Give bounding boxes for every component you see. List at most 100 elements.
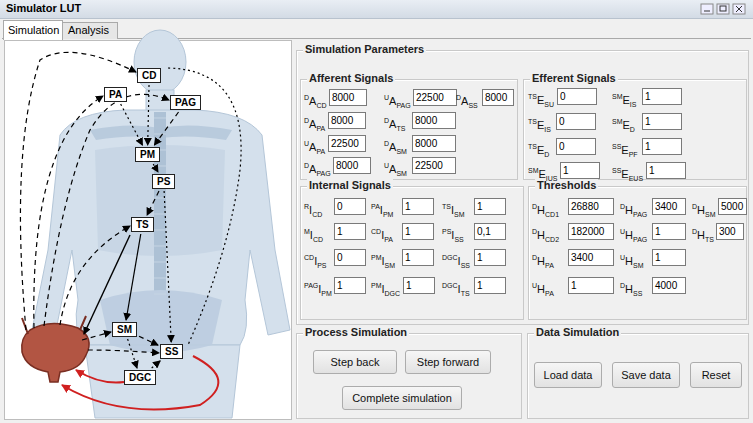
parameter-name: TSISM: [442, 198, 465, 223]
superscript: PM: [371, 282, 382, 289]
symbol: A: [389, 95, 396, 107]
subscript: CD2: [545, 236, 559, 243]
input-field: 8000: [333, 157, 371, 174]
input-value: 0: [337, 252, 343, 263]
title-bar: [0, 0, 753, 19]
superscript: U: [384, 94, 389, 101]
input-field: 0: [556, 138, 596, 155]
parameter-name: PMISM: [371, 249, 395, 274]
button-label: Reset: [702, 369, 731, 381]
parameter-name: DHPA: [532, 249, 554, 274]
input-value: 1: [406, 280, 412, 291]
process-box: PAG: [170, 95, 201, 110]
input-field: 8000: [328, 112, 366, 129]
symbol: H: [697, 204, 705, 216]
input-field: 5000: [718, 198, 747, 215]
parameter-name: PAIPM: [371, 198, 393, 223]
input-value: 1: [405, 252, 411, 263]
parameter-name: CDIPA: [371, 223, 393, 248]
symbol: I: [309, 204, 312, 216]
connector: [153, 164, 158, 172]
subscript: PM: [321, 290, 332, 297]
superscript: U: [304, 140, 309, 147]
subscript: PA: [545, 262, 554, 269]
superscript: D: [304, 162, 309, 169]
input-value: 22500: [415, 160, 443, 171]
subscript: DGC: [385, 290, 401, 297]
input-field: 4000: [652, 277, 686, 294]
spine: [154, 112, 166, 312]
input-value: 8000: [331, 115, 353, 126]
subscript: PAG: [633, 211, 647, 218]
input-field: 8000: [412, 112, 456, 129]
superscript: D: [532, 203, 537, 210]
input-field: 1: [642, 113, 682, 130]
parameter-name: SMEIS: [612, 88, 636, 113]
superscript: D: [384, 140, 389, 147]
parameter-name: TSEIS: [528, 113, 551, 138]
node-label: PAG: [175, 97, 196, 108]
input-field: 1: [402, 223, 434, 240]
input-field: 1: [474, 249, 506, 266]
parameter-name: DACD: [304, 89, 327, 114]
superscript: D: [620, 282, 625, 289]
superscript: PAG: [304, 282, 318, 289]
symbol: I: [382, 255, 385, 267]
process-box: SS: [160, 344, 183, 359]
symbol: I: [310, 229, 313, 241]
parameter-name: DHTS: [692, 223, 714, 248]
input-field: 22500: [413, 89, 457, 106]
efferent-red-line: [62, 356, 218, 410]
input-value: 22500: [331, 138, 359, 149]
superscript: D: [532, 254, 537, 261]
node-label: PA: [109, 89, 122, 100]
subscript: D: [544, 151, 549, 158]
vertebra-line: [154, 246, 166, 247]
superscript: R: [304, 203, 309, 210]
input-value: 1: [405, 226, 411, 237]
symbol: H: [625, 204, 633, 216]
input-value: 26880: [571, 201, 599, 212]
parameter-name: PMIDGC: [371, 277, 400, 302]
input-field: 8000: [329, 89, 367, 106]
input-value: 8000: [415, 138, 437, 149]
input-value: 5000: [721, 201, 743, 212]
group-caption: Internal Signals: [307, 179, 393, 191]
superscript: D: [384, 117, 389, 124]
input-value: 300: [719, 226, 736, 237]
subscript: SM: [385, 262, 396, 269]
node-label: CD: [142, 70, 156, 81]
afferent-line: [20, 52, 136, 330]
subscript: PA: [316, 148, 325, 155]
process-box: SM: [112, 322, 137, 337]
symbol: A: [389, 163, 396, 175]
symbol: E: [539, 168, 546, 180]
parameter-name: DHCD1: [532, 198, 559, 223]
parameter-name: TSED: [528, 138, 549, 163]
superscript: DGC: [442, 254, 458, 261]
input-value: 8000: [415, 115, 437, 126]
maximize-glyph: [720, 6, 726, 11]
input-field: 1: [403, 277, 435, 294]
parameter-name: DHPAG: [620, 198, 647, 223]
input-field: 3400: [652, 198, 686, 215]
superscript: SM: [612, 93, 623, 100]
superscript: TS: [528, 143, 537, 150]
vertebra-line: [154, 278, 166, 279]
symbol: I: [382, 283, 385, 295]
input-field: 22500: [328, 135, 366, 152]
group-caption: Thresholds: [535, 179, 598, 191]
subscript: SM: [705, 211, 716, 218]
group-caption: Efferent Signals: [530, 72, 618, 84]
process-box: PA: [104, 87, 127, 102]
push-button: Save data: [612, 362, 680, 388]
input-field: 0: [334, 198, 366, 215]
group-box: Thresholds: [528, 186, 747, 320]
input-value: 1: [563, 165, 569, 176]
subscript: SM: [633, 262, 644, 269]
parameter-name: UAPA: [304, 135, 325, 160]
symbol: A: [389, 141, 396, 153]
parameter-name: DAPAG: [304, 157, 331, 182]
subscript: SS: [633, 290, 642, 297]
afferent-line: [44, 94, 169, 326]
